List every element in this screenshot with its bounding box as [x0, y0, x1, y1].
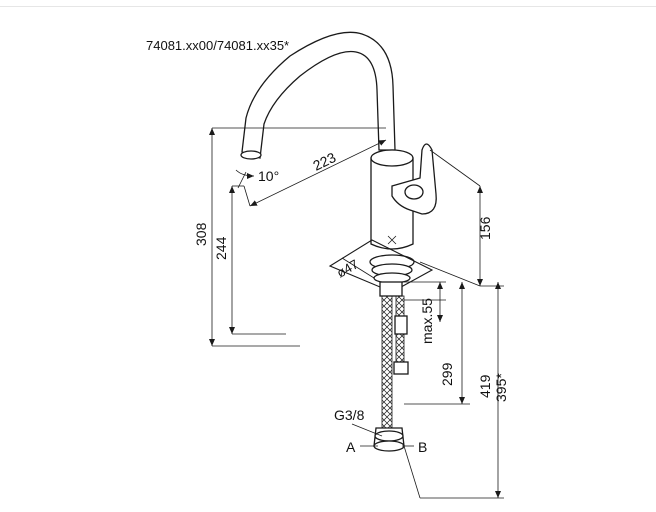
shank-length-label: 299 — [439, 362, 455, 386]
max-mount-label: max.55 — [419, 298, 435, 344]
total-height-label: 308 — [193, 222, 209, 246]
thread-size-label: G3/8 — [334, 407, 365, 423]
faucet-body — [240, 31, 437, 452]
hose-length-a-label: 419 — [477, 374, 493, 398]
hose-length-b-label: 395* — [493, 373, 509, 402]
connector-b-label: B — [418, 439, 427, 455]
body-height-label: 156 — [477, 216, 493, 240]
top-border — [0, 6, 656, 7]
connector-a-label: A — [346, 439, 356, 455]
dimension-lines — [209, 127, 504, 499]
reach-label: 223 — [310, 149, 338, 174]
spout-height-label: 244 — [213, 236, 229, 260]
model-number: 74081.xx00/74081.xx35* — [146, 38, 289, 53]
angle-label: 10° — [258, 168, 279, 184]
